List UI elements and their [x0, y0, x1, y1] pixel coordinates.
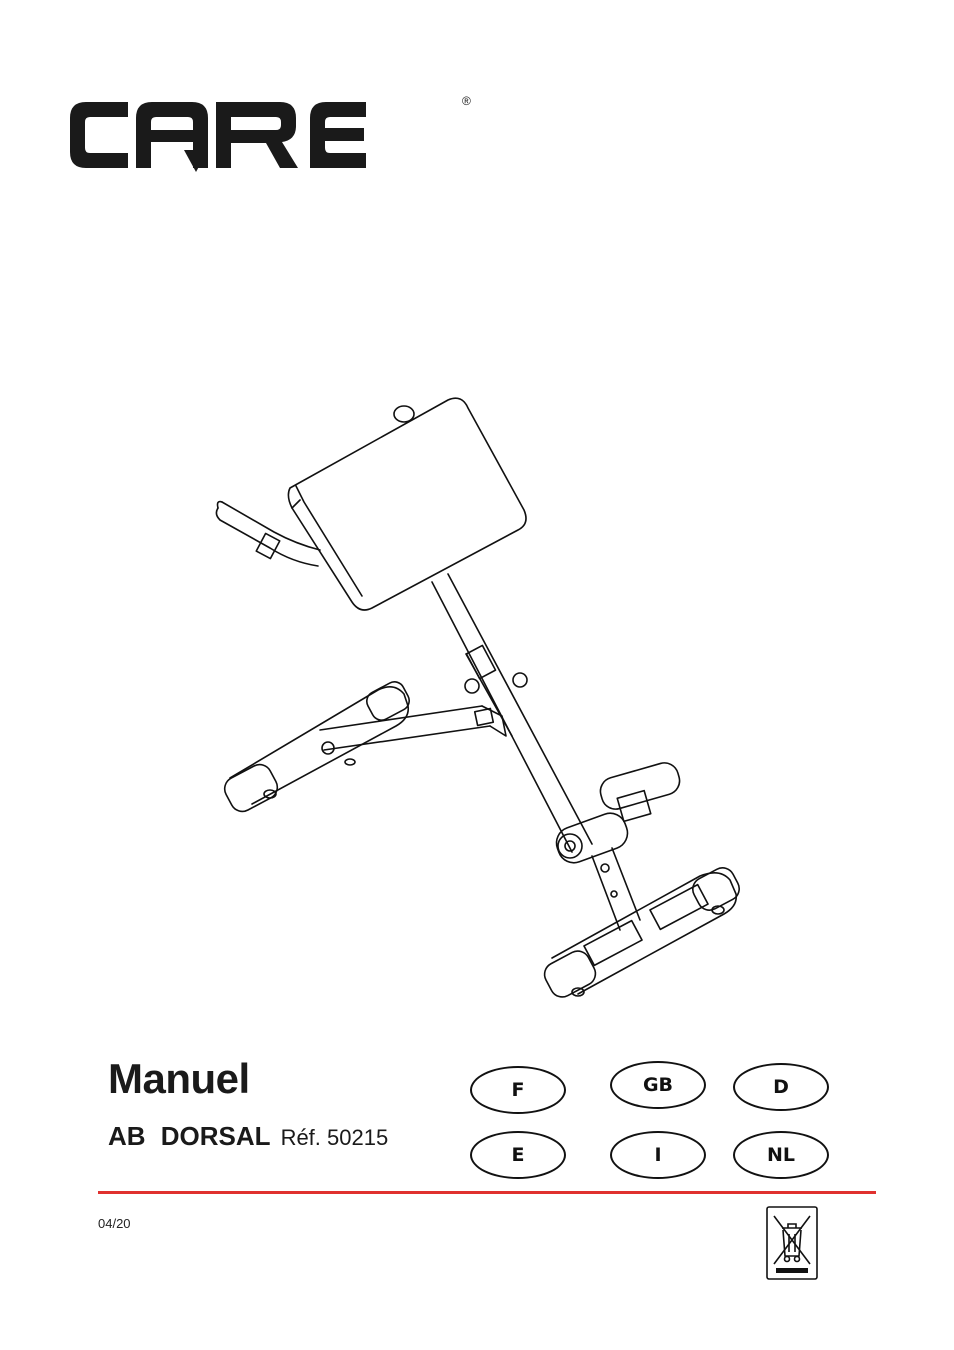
- crossed-out-wheelie-bin-icon: [766, 1206, 818, 1280]
- language-badge-d: D: [733, 1063, 829, 1111]
- language-badge-gb: GB: [610, 1061, 706, 1109]
- manual-title: Manuel: [108, 1058, 250, 1100]
- product-line: AB DORSAL Réf. 50215: [108, 1123, 388, 1149]
- accent-divider: [98, 1191, 876, 1194]
- product-name: AB DORSAL: [108, 1121, 271, 1151]
- care-logo: [66, 90, 476, 180]
- language-badge-nl: NL: [733, 1131, 829, 1179]
- language-badge-i: I: [610, 1131, 706, 1179]
- date-code: 04/20: [98, 1216, 131, 1231]
- registered-mark: ®: [462, 94, 471, 108]
- product-reference: Réf. 50215: [281, 1125, 389, 1150]
- language-badge-f: F: [470, 1066, 566, 1114]
- product-illustration: [200, 390, 760, 1010]
- language-badge-e: E: [470, 1131, 566, 1179]
